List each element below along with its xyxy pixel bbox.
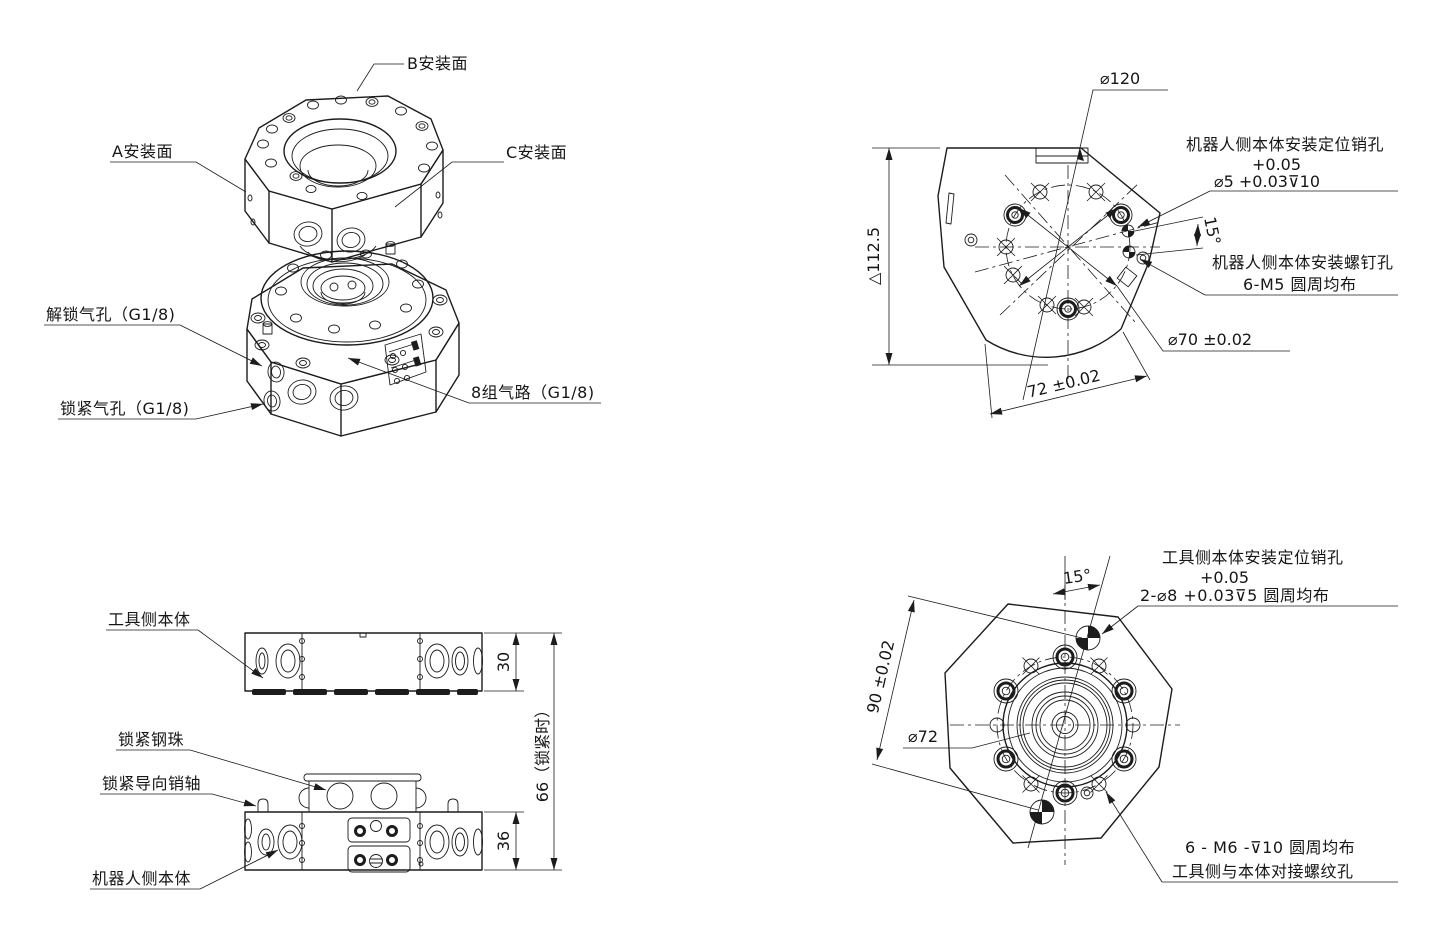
side-connector-plates xyxy=(347,817,424,873)
label-lock-port: 锁紧气孔（G1/8) xyxy=(60,399,189,418)
label-tool-thread-2: 工具侧与本体对接螺纹孔 xyxy=(1172,862,1354,881)
tool-bottom-view: 15° 90 ±0.02 ⌀72 工具侧本体安装定位销孔 +0.05 2-⌀8 … xyxy=(863,548,1398,883)
isometric-view: B安装面 A安装面 C安装面 解锁气孔（G1/8) 锁紧气孔（G1/8) 8组气… xyxy=(44,54,601,437)
label-unlock-port: 解锁气孔（G1/8) xyxy=(46,305,175,324)
side-robot-block xyxy=(244,773,483,873)
iso-guide-pin xyxy=(262,241,396,335)
label-robot-screw-hole-2: 6-M5 圆周均布 xyxy=(1243,275,1357,294)
dim-center-dia: ⌀72 xyxy=(908,727,938,746)
label-tool-pin-hole-3: 2-⌀8 +0.03⊽5 圆周均布 xyxy=(1140,586,1329,605)
label-robot-pin-hole-2: +0.05 xyxy=(1252,155,1301,174)
iso-annotations: B安装面 A安装面 C安装面 解锁气孔（G1/8) 锁紧气孔（G1/8) 8组气… xyxy=(44,54,601,420)
label-tool-pin-hole-1: 工具侧本体安装定位销孔 xyxy=(1162,548,1344,567)
dim-robot-height: 36 xyxy=(494,831,513,851)
label-b-face: B安装面 xyxy=(407,54,468,73)
side-lock-tabs xyxy=(252,689,478,695)
dim-outer-dia: ⌀120 xyxy=(1100,69,1140,88)
side-dimensions: 30 36 66（锁紧时） 工具侧本体 锁紧钢珠 锁紧导向销轴 机器人侧本体 xyxy=(90,610,562,890)
label-robot-screw-hole-1: 机器人侧本体安装螺钉孔 xyxy=(1212,253,1394,272)
dim-pin-angle-bottom: 15° xyxy=(1062,565,1093,588)
tool-bottom-dimensions: 15° 90 ±0.02 ⌀72 工具侧本体安装定位销孔 +0.05 2-⌀8 … xyxy=(863,548,1398,883)
label-robot-pin-hole-3: ⌀5 +0.03⊽10 xyxy=(1214,172,1320,191)
dim-pin-angle: 15° xyxy=(1200,215,1224,247)
dim-bolt-circle: ⌀70 ±0.02 xyxy=(1168,330,1252,349)
label-robot-pin-hole-1: 机器人侧本体安装定位销孔 xyxy=(1186,135,1384,154)
dim-tool-height: 30 xyxy=(494,652,513,672)
dim-body-height: △112.5 xyxy=(864,227,883,285)
side-tool-block xyxy=(244,632,483,695)
label-tool-thread-1: 6 - M6 -⊽10 圆周均布 xyxy=(1185,838,1355,857)
label-lock-ball: 锁紧钢珠 xyxy=(118,730,184,749)
iso-bottom-plate xyxy=(246,241,460,437)
robot-top-view: ⌀120 △112.5 72 ±0.02 ⌀70 ±0.02 15° 机器人侧本… xyxy=(864,69,1398,419)
robot-top-dimensions: ⌀120 △112.5 72 ±0.02 ⌀70 ±0.02 15° 机器人侧本… xyxy=(864,69,1398,419)
label-guide-pin: 锁紧导向销轴 xyxy=(102,774,201,793)
dim-locked-height: 66（锁紧时） xyxy=(533,702,552,802)
label-c-face: C安装面 xyxy=(506,143,567,162)
side-view: 30 36 66（锁紧时） 工具侧本体 锁紧钢珠 锁紧导向销轴 机器人侧本体 xyxy=(90,610,562,890)
label-tool-pin-hole-2: +0.05 xyxy=(1200,568,1249,587)
iso-top-plate xyxy=(244,95,444,263)
label-air-circuits: 8组气路（G1/8) xyxy=(471,383,595,402)
iso-air-manifold xyxy=(384,333,427,386)
label-a-face: A安装面 xyxy=(112,142,173,161)
robot-top-body xyxy=(937,147,1161,390)
label-tool-body: 工具侧本体 xyxy=(108,610,191,629)
dim-pin-circle: 90 ±0.02 xyxy=(863,638,898,715)
label-robot-body: 机器人侧本体 xyxy=(92,869,191,888)
